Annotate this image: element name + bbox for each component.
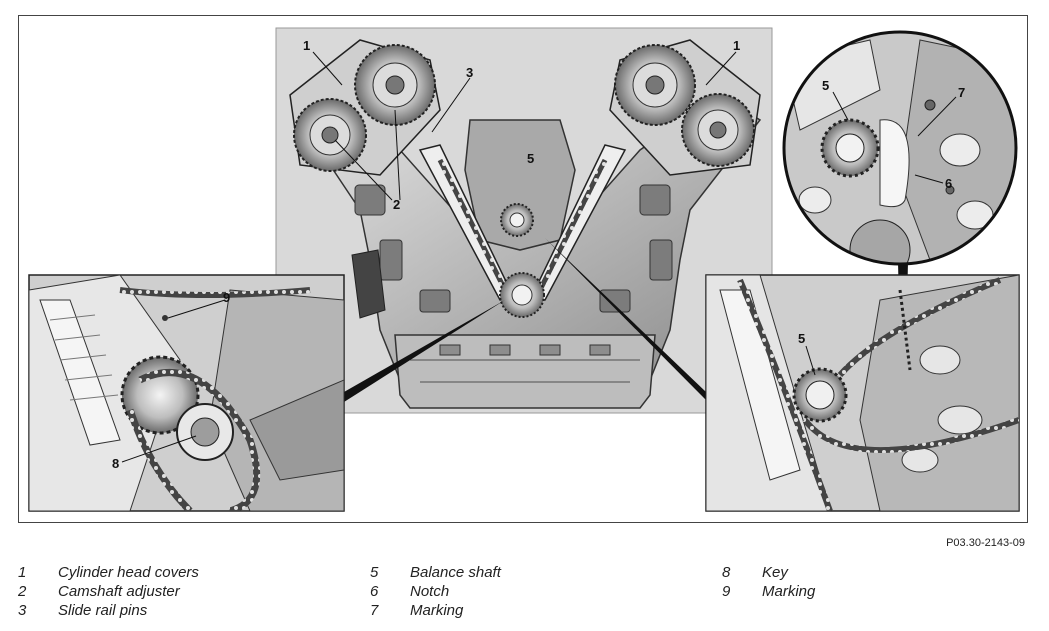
callout-9-inset-left: 9 xyxy=(223,290,230,305)
legend-item: 8 Key xyxy=(722,564,788,581)
crankshaft-sprocket xyxy=(499,272,545,318)
connector-left-inset xyxy=(344,300,505,402)
inset-left xyxy=(28,274,345,512)
legend-item: 3 Slide rail pins xyxy=(18,602,147,619)
legend-item: 5 Balance shaft xyxy=(370,564,501,581)
balance-shaft-sprocket xyxy=(500,203,534,237)
legend-item: 9 Marking xyxy=(722,583,815,600)
callout-5-inset-right: 5 xyxy=(798,331,805,346)
callout-5-inset-circle: 5 xyxy=(822,78,829,93)
callout-1-right: 1 xyxy=(733,38,740,53)
callout-6-inset-circle: 6 xyxy=(945,176,952,191)
legend-number: 7 xyxy=(370,602,379,619)
legend-number: 2 xyxy=(18,583,27,600)
inset-circle xyxy=(782,30,1018,266)
legend-label: Marking xyxy=(410,602,464,619)
leader-lines-main xyxy=(312,51,737,201)
legend-number: 6 xyxy=(370,583,379,600)
legend-label: Notch xyxy=(410,583,450,600)
callout-3: 3 xyxy=(466,65,473,80)
legend-item: 7 Marking xyxy=(370,602,463,619)
legend-item: 2 Camshaft adjuster xyxy=(18,583,180,600)
engine-block xyxy=(299,94,762,409)
legend-item: 6 Notch xyxy=(370,583,449,600)
callout-7-inset-circle: 7 xyxy=(958,85,965,100)
inset-right xyxy=(705,274,1020,512)
connector-right-inset xyxy=(545,238,706,400)
legend-label: Camshaft adjuster xyxy=(58,583,180,600)
legend-number: 9 xyxy=(722,583,731,600)
legend-number: 8 xyxy=(722,564,731,581)
callout-8-inset-left: 8 xyxy=(112,456,119,471)
legend-label: Cylinder head covers xyxy=(58,564,199,581)
callout-1-left: 1 xyxy=(303,38,310,53)
callout-2: 2 xyxy=(393,197,400,212)
legend-item: 1 Cylinder head covers xyxy=(18,564,199,581)
engine-illustration: 1 1 2 3 5 xyxy=(28,27,1020,512)
legend: 1 Cylinder head covers 2 Camshaft adjuster… xyxy=(0,562,1049,622)
callout-5-main: 5 xyxy=(527,151,534,166)
legend-label: Marking xyxy=(762,583,816,600)
legend-label: Balance shaft xyxy=(410,564,501,581)
right-camshaft-adjusters xyxy=(614,44,755,167)
figure-code: P03.30-2143-09 xyxy=(946,537,1025,549)
legend-number: 1 xyxy=(18,564,27,581)
legend-number: 5 xyxy=(370,564,379,581)
legend-number: 3 xyxy=(18,602,27,619)
legend-label: Key xyxy=(762,564,788,581)
legend-label: Slide rail pins xyxy=(58,602,148,619)
